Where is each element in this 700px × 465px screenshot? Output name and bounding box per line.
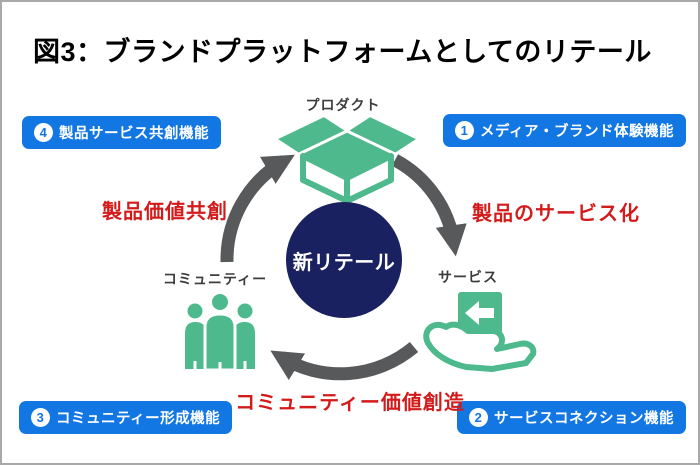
circular-arrows-icon [220, 154, 467, 381]
badge-label: メディア・ブランド体験機能 [480, 124, 674, 140]
flow-label-productization-of-service: 製品のサービス化 [472, 203, 640, 225]
badge-community-formation: 3 コミュニティー形成機能 [19, 401, 233, 434]
arrow-product-to-service [391, 154, 467, 257]
flow-label-product-value-cocreation: 製品価値共創 [102, 201, 228, 223]
node-label-product: プロダクト [305, 97, 381, 113]
center-node-new-retail: 新リテール [286, 202, 402, 318]
badge-label: サービスコネクション機能 [494, 411, 674, 427]
figure-title: 図3：ブランドプラットフォームとしてのリテール [33, 37, 652, 67]
people-group-icon [185, 291, 255, 372]
badge-label: コミュニティー形成機能 [56, 411, 221, 427]
badge-number: 2 [469, 408, 488, 427]
badge-number: 4 [34, 123, 53, 142]
badge-product-service-cocreation: 4 製品サービス共創機能 [22, 116, 221, 149]
flow-label-community-value-creation: コミュニティー価値創造 [235, 392, 465, 414]
badge-service-connection: 2 サービスコネクション機能 [457, 401, 686, 434]
hand-holding-box-icon [423, 292, 537, 372]
arrow-community-to-product [220, 154, 295, 263]
open-box-icon [275, 115, 419, 204]
badge-number: 1 [455, 121, 475, 140]
node-label-service: サービス [438, 269, 498, 285]
badge-media-brand-experience: 1 メディア・ブランド体験機能 [443, 114, 686, 147]
node-label-community: コミュニティー [162, 271, 268, 287]
arrow-service-to-community [270, 341, 419, 381]
center-node-label: 新リテール [292, 251, 396, 274]
badge-number: 3 [31, 408, 50, 427]
badge-label: 製品サービス共創機能 [59, 126, 209, 142]
